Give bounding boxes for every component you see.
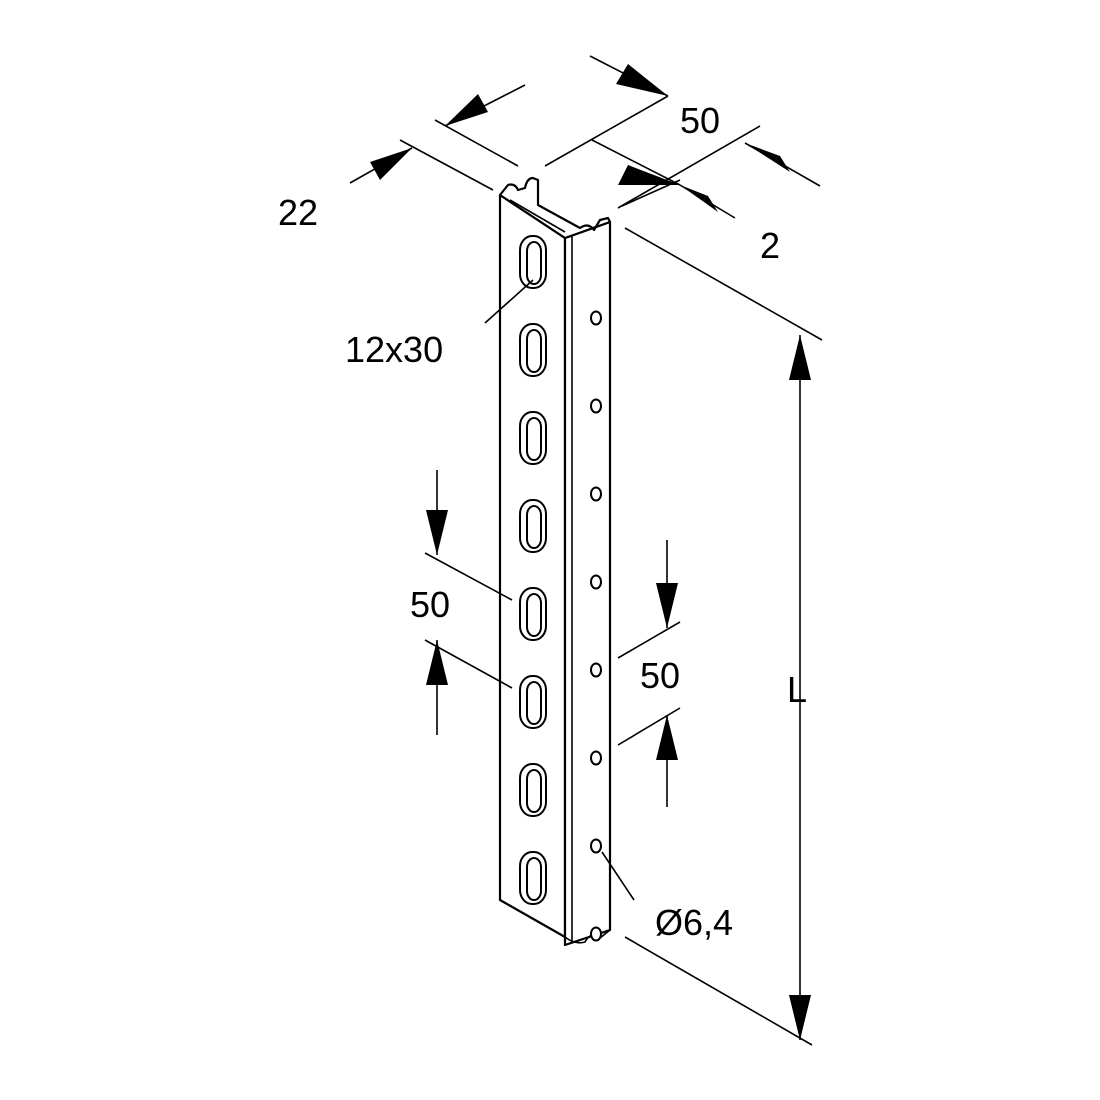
dimension-label-length: L [787, 669, 807, 710]
slot [519, 235, 547, 289]
slot [519, 763, 547, 817]
dimension-label-hole-pitch: 50 [640, 655, 680, 696]
dimension-label-slot-pitch: 50 [410, 584, 450, 625]
dimension-label-hole-diameter: Ø6,4 [655, 902, 733, 943]
slot [519, 499, 547, 553]
dimension-22: 22 [278, 84, 526, 233]
top-edge [498, 176, 612, 240]
slot [519, 675, 547, 729]
slot-callout: 12x30 [345, 279, 534, 370]
dimension-label-2: 2 [760, 225, 780, 266]
dimension-50-hole-pitch: 50 [617, 540, 681, 807]
dimension-length: L [624, 227, 823, 1046]
mounting-hole [590, 310, 602, 326]
slot [519, 851, 547, 905]
front-face [498, 193, 567, 939]
dimension-label-22: 22 [278, 192, 318, 233]
hole-group [590, 310, 602, 942]
mounting-hole [590, 926, 602, 942]
channel-profile [498, 176, 612, 947]
mounting-hole [590, 574, 602, 590]
fold-line [509, 199, 566, 233]
slot [519, 587, 547, 641]
slot [519, 323, 547, 377]
dimension-2: 2 [591, 139, 821, 266]
mounting-hole [590, 838, 602, 854]
dimension-50-slot-pitch: 50 [410, 470, 513, 735]
dimension-label-slot-size: 12x30 [345, 329, 443, 370]
dimension-label-50-width: 50 [680, 100, 720, 141]
hole-diameter-callout: Ø6,4 [601, 851, 733, 943]
slot [519, 411, 547, 465]
mounting-hole [590, 662, 602, 678]
mounting-hole [590, 486, 602, 502]
dimension-50-top: 50 [544, 55, 761, 209]
mounting-hole [590, 750, 602, 766]
mounting-hole [590, 398, 602, 414]
slot-group [519, 235, 547, 905]
